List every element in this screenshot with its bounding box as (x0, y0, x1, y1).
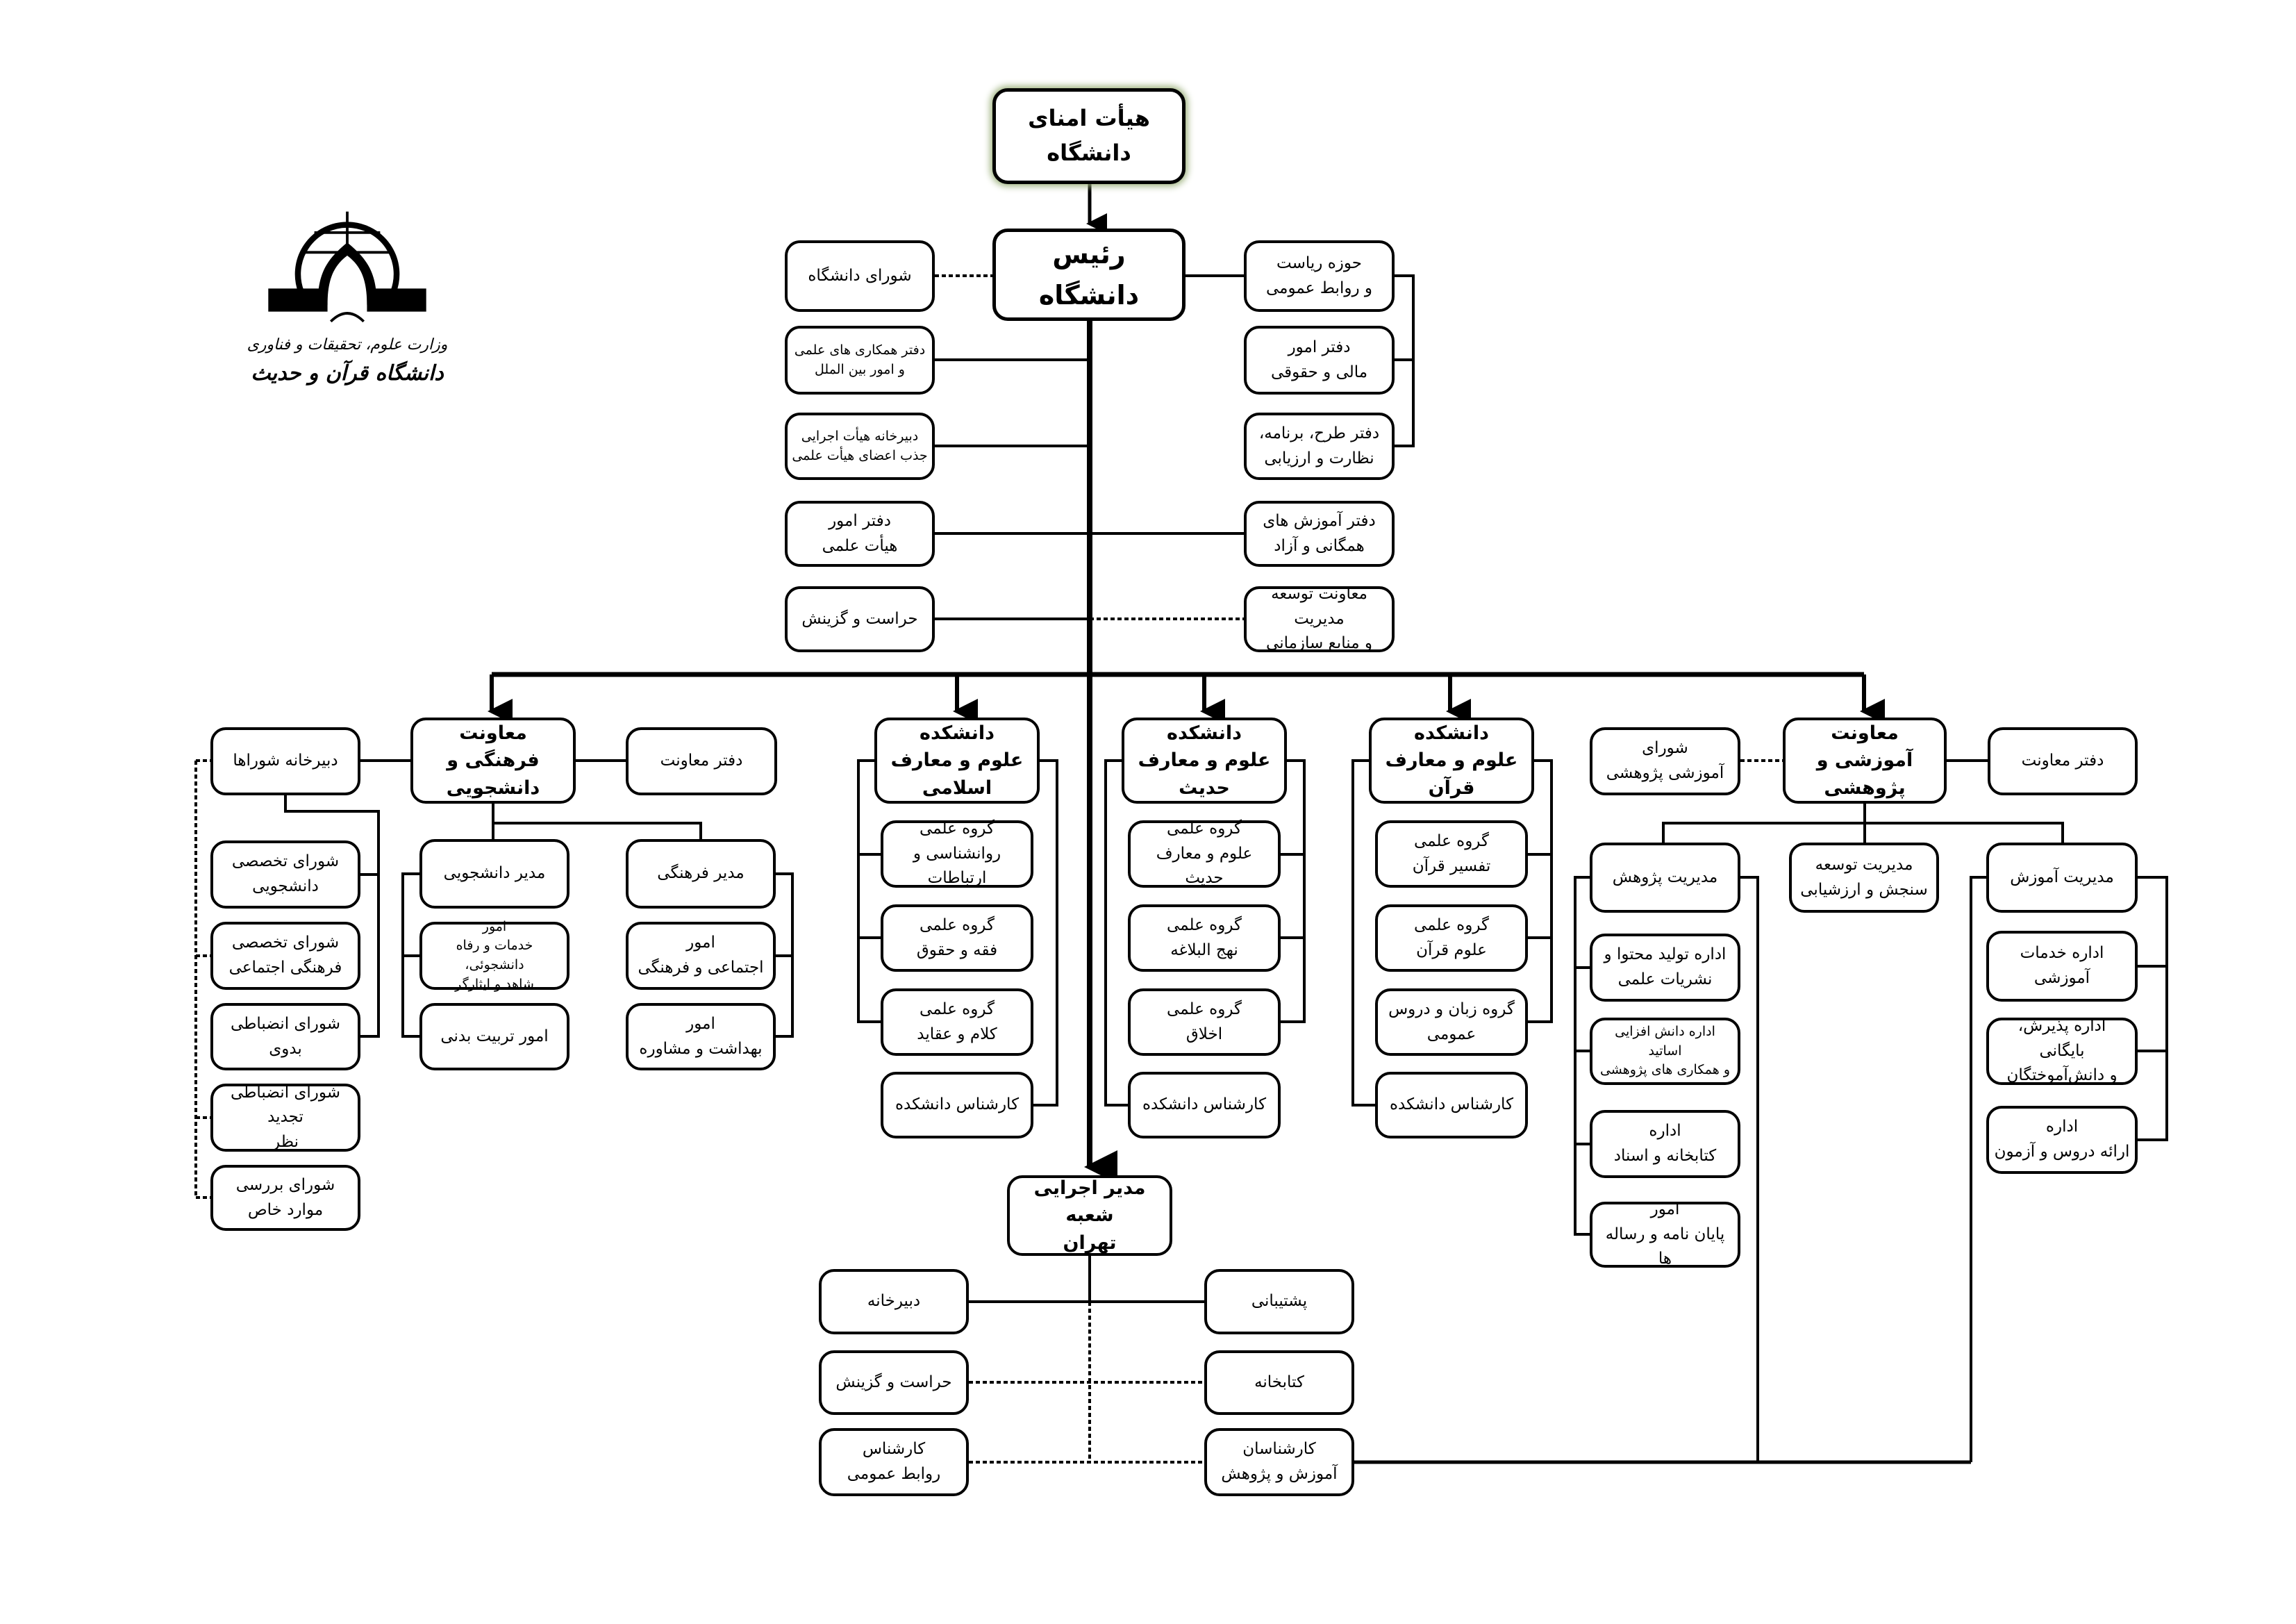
board-of-trustees-box: هیأت امنای دانشگاه (992, 88, 1186, 184)
islamic-studies-faculty-unit-box: گروه علمی فقه و حقوق (881, 904, 1033, 972)
hadith-faculty-unit-box: کارشناس دانشکده (1128, 1072, 1281, 1138)
council-box: شورای انضباطی تجدید نظر (210, 1084, 360, 1152)
research-council-box: شورای آموزشی پژوهشی (1590, 727, 1740, 795)
student-manager-box: مدیر دانشجویی (419, 839, 569, 909)
health-counseling-box: امور بهداشت و مشاوره (626, 1003, 776, 1070)
management-development-vice-box: معاونت توسعه مدیریت و منابع سازمانی (1244, 585, 1395, 652)
tehran-pr-expert-box: کارشناس روابط عمومی (819, 1428, 969, 1496)
council-box: شورای انضباطی بدوی (210, 1003, 360, 1070)
assessment-manager-box: مدیریت توسعه سنجش و ارزشیابی (1789, 843, 1939, 913)
council-box: شورای بررسی موارد خاص (210, 1165, 360, 1231)
islamic-studies-faculty-box: دانشکده علوم و معارف اسلامی (874, 718, 1040, 804)
hadith-faculty-unit-box: گروه علمی اخلاق (1128, 988, 1281, 1056)
research-vice-office-box: دفتر معاونت (1988, 727, 2138, 795)
intl-affairs-office-box: دفتر همکاری های علمی و امور بین الملل (785, 326, 935, 395)
council-box: شورای تخصصی دانشجویی (210, 840, 360, 909)
research-unit-box: اداره کتابخانه و اسناد (1590, 1110, 1740, 1178)
cultural-vice-office-box: دفتر معاونت (626, 727, 777, 795)
tehran-security-box: حراست و گزینش (819, 1350, 969, 1415)
research-manager-box: مدیریت پژوهش (1590, 843, 1740, 913)
quran-faculty-unit-box: گروه علمی تفسیر قرآن (1375, 820, 1528, 888)
hadith-faculty-box: دانشکده علوم و معارف حدیث (1122, 718, 1287, 804)
quran-faculty-unit-box: گروه زبان و دروس عمومی (1375, 988, 1528, 1056)
education-unit-box: اداره ارائه دروس و آزمون (1986, 1106, 2138, 1174)
councils-secretariat-box: دبیرخانه شوراها (210, 727, 360, 795)
planning-evaluation-office-box: دفتر طرح، برنامه، نظارت و ارزیابی (1244, 413, 1395, 480)
quran-faculty-unit-box: کارشناس دانشکده (1375, 1072, 1528, 1138)
education-unit-box: اداره خدمات آموزشی (1986, 931, 2138, 1002)
university-logo: وزارت علوم، تحقیقات و فناوری دانشگاه قرآ… (208, 206, 486, 387)
university-council-box: شورای دانشگاه (785, 240, 935, 312)
logo-emblem-icon (268, 211, 426, 323)
education-unit-box: اداره پذیرش، بایگانی و دانش‌آموختگان (1986, 1017, 2138, 1085)
public-education-office-box: دفتر آموزش های همگانی و آزاد (1244, 501, 1395, 567)
logo-university-text: دانشگاه قرآن و حدیث (251, 361, 444, 386)
hadith-faculty-unit-box: گروه علمی نهج البلاغه (1128, 904, 1281, 972)
social-cultural-affairs-box: امور اجتماعی و فرهنگی (626, 922, 776, 990)
president-office-pr-box: حوزه ریاست و روابط عمومی (1244, 240, 1395, 312)
islamic-studies-faculty-unit-box: کارشناس دانشکده (881, 1072, 1033, 1138)
faculty-recruitment-secretariat-box: دبیرخانه هیأت اجرایی جذب اعضای هیأت علمی (785, 413, 935, 480)
university-president-box: رئیس دانشگاه (992, 229, 1186, 321)
tehran-secretariat-box: دبیرخانه (819, 1269, 969, 1334)
tehran-education-research-experts-box: کارشناسان آموزش و پژوهش (1204, 1428, 1354, 1496)
logo-ministry-text: وزارت علوم، تحقیقات و فناوری (247, 336, 448, 354)
cultural-student-vice-box: معاونت فرهنگی و دانشجویی (410, 718, 576, 804)
security-box: حراست و گزینش (785, 586, 935, 652)
faculty-affairs-office-box: دفتر امور هیأت علمی (785, 501, 935, 567)
islamic-studies-faculty-unit-box: گروه علمی کلام و عقاید (881, 988, 1033, 1056)
research-unit-box: اداره دانش افزایی اساتید و همکاری های پژ… (1590, 1018, 1740, 1085)
research-unit-box: اداره تولید محتوا و نشریات علمی (1590, 934, 1740, 1002)
education-research-vice-box: معاونت آموزشی و پژوهشی (1783, 718, 1947, 804)
education-manager-box: مدیریت آموزش (1986, 843, 2138, 913)
research-unit-box: امور پایان نامه و رساله ها (1590, 1200, 1740, 1268)
student-welfare-box: امور خدمات و رفاه دانشجوئی، شاهد و ایثار… (419, 919, 569, 992)
cultural-manager-box: مدیر فرهنگی (626, 839, 776, 909)
tehran-library-box: کتابخانه (1204, 1350, 1354, 1415)
hadith-faculty-unit-box: گروه علمی علوم و معارف حدیث (1128, 820, 1281, 888)
quran-faculty-box: دانشکده علوم و معارف قرآن (1369, 718, 1534, 804)
physical-education-box: امور تربیت بدنی (419, 1003, 569, 1070)
tehran-support-box: پشتیبانی (1204, 1269, 1354, 1334)
tehran-branch-director-box: مدیر اجرایی شعبه تهران (1007, 1175, 1172, 1256)
council-box: شورای تخصصی فرهنگی اجتماعی (210, 922, 360, 990)
quran-faculty-unit-box: گروه علمی علوم قرآن (1375, 904, 1528, 972)
financial-legal-office-box: دفتر امور مالی و حقوقی (1244, 326, 1395, 395)
islamic-studies-faculty-unit-box: گروه علمی روانشناسی و ارتباطات (881, 820, 1033, 888)
